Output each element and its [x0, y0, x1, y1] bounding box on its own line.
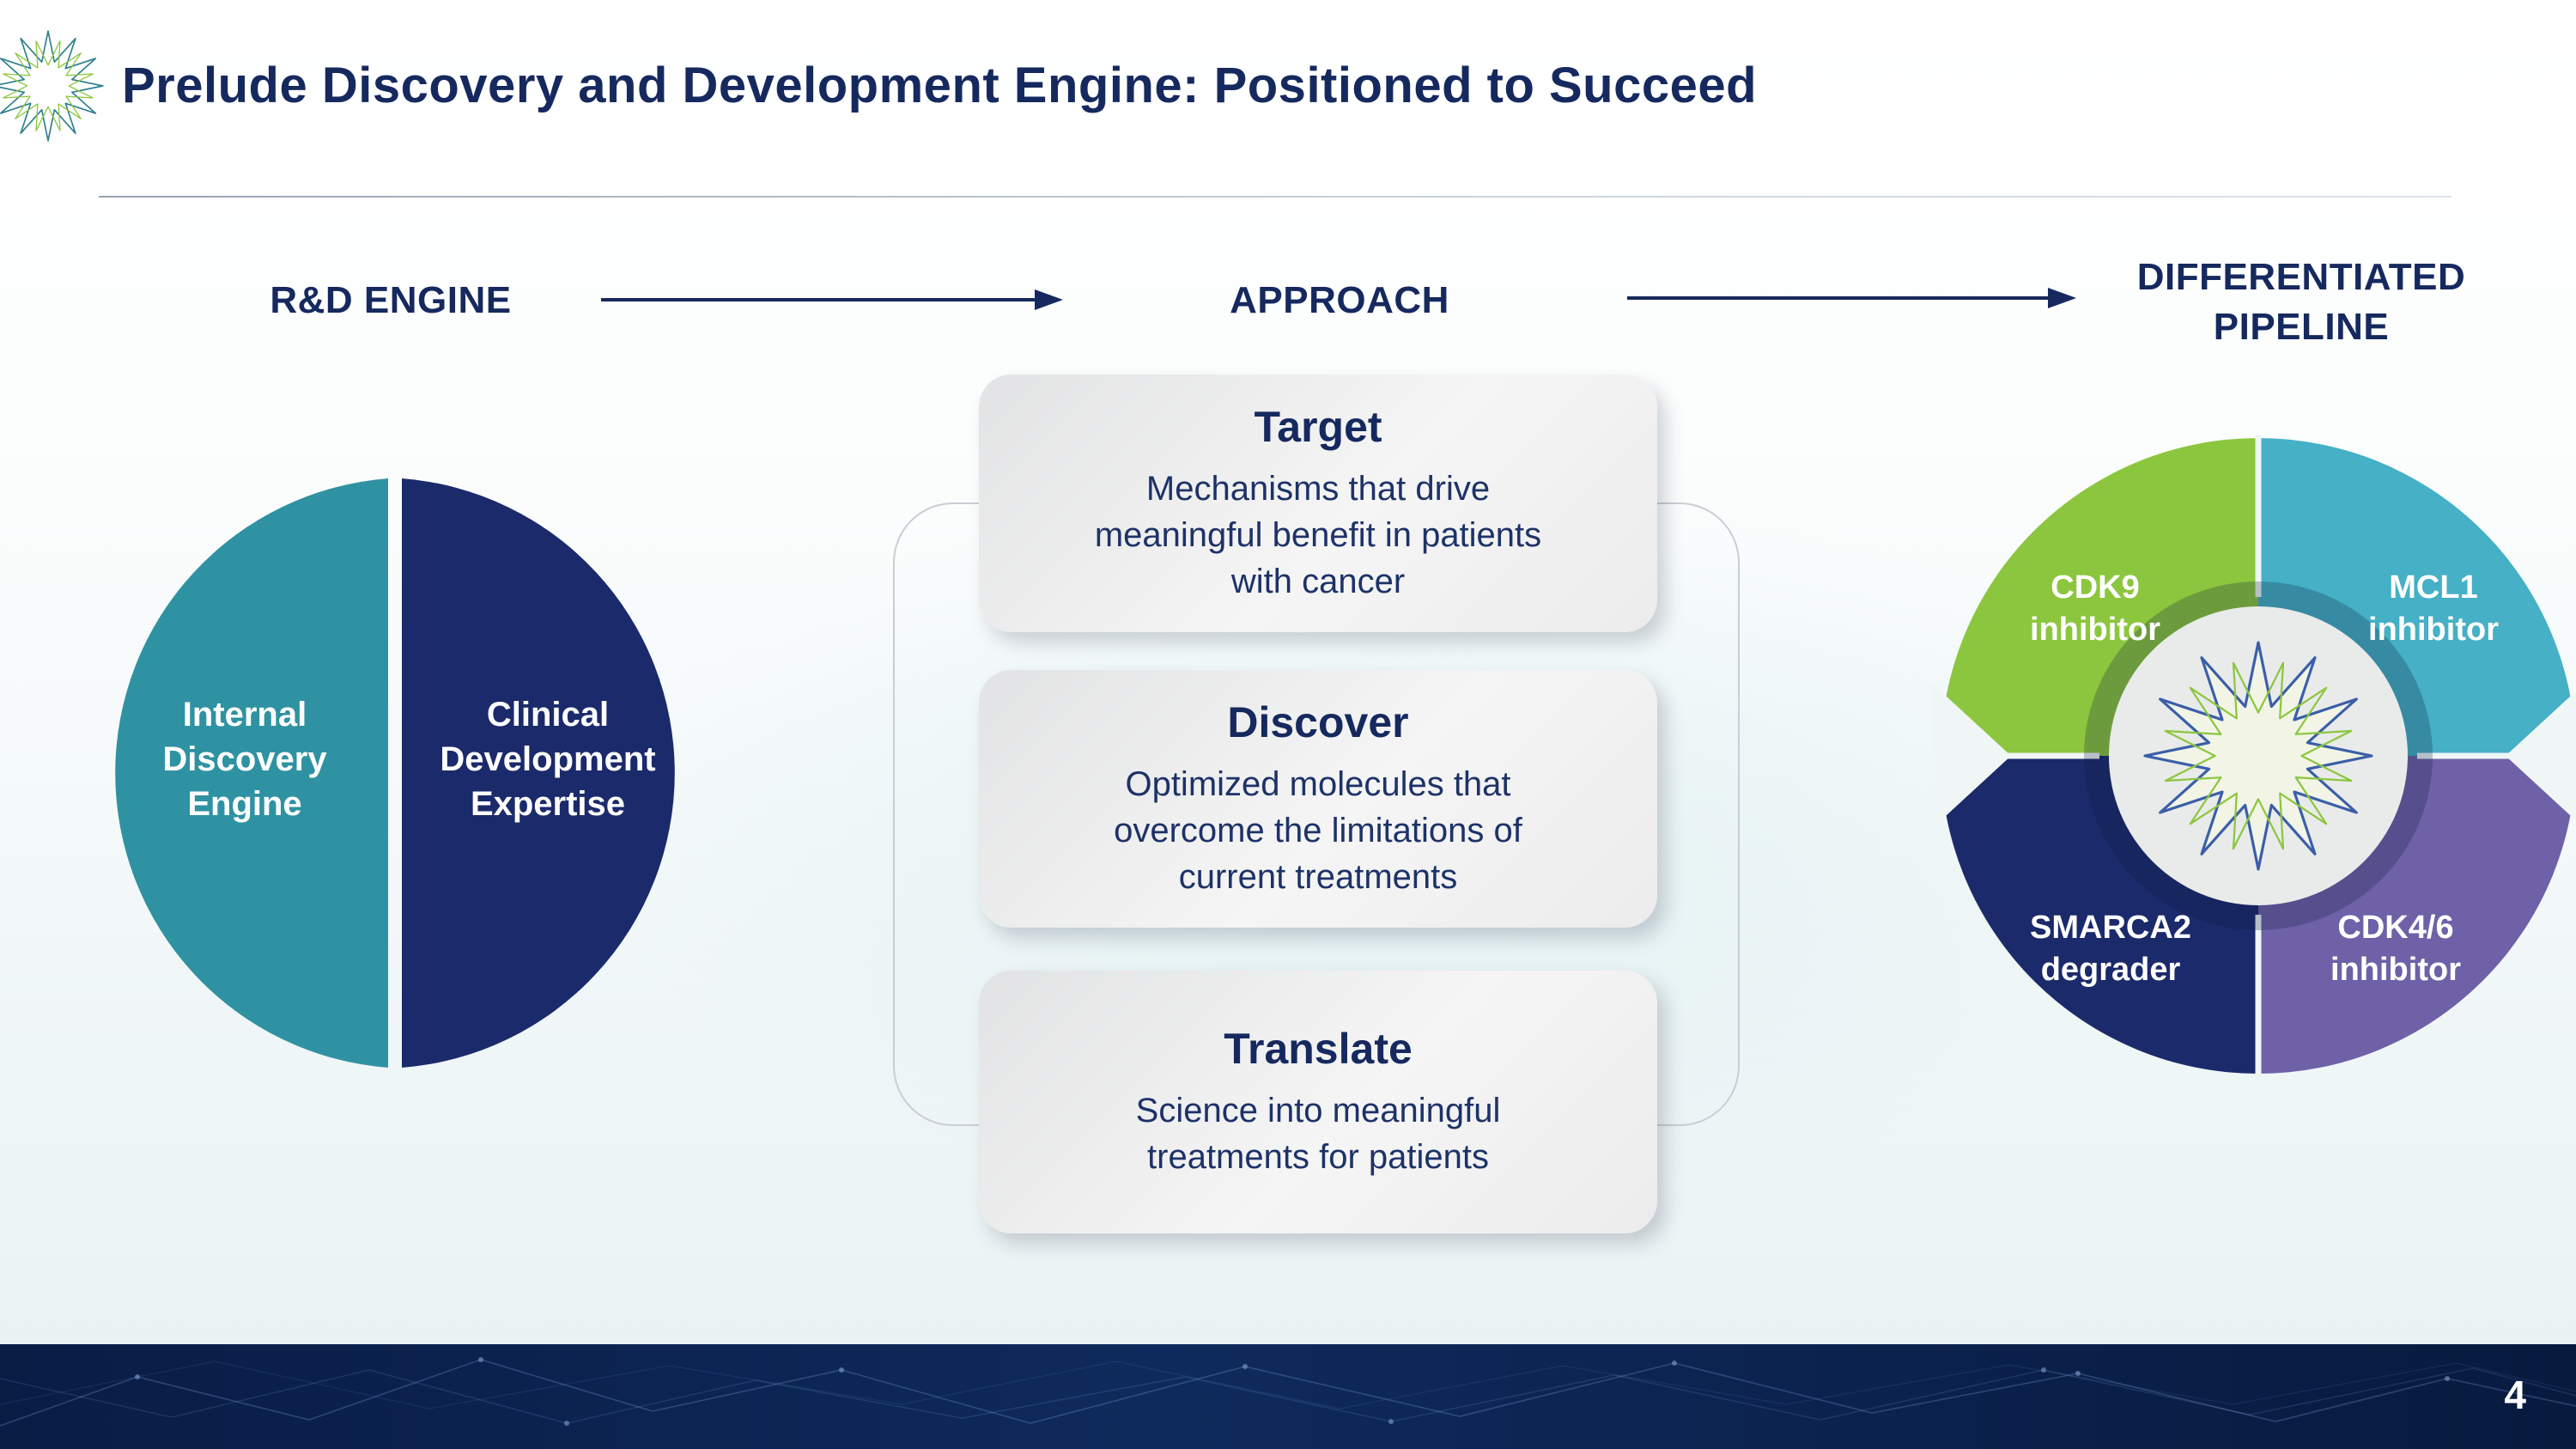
footer-network-pattern — [0, 1357, 2576, 1427]
title-divider — [99, 196, 2451, 198]
pipeline-wheel — [1932, 435, 2576, 1077]
step-body: Mechanisms that drive meaningful benefit… — [1094, 470, 1542, 600]
rd-engine-circle — [115, 478, 675, 1068]
wheel-label-cdk9-inhibitor: CDK9 inhibitor — [2030, 569, 2160, 648]
approach-step-translate: Translate Science into meaningful treatm… — [979, 971, 1657, 1233]
step-title: Translate — [1224, 1025, 1413, 1073]
step-body: Optimized molecules that overcome the li… — [1114, 765, 1522, 896]
column-header-approach: APPROACH — [1230, 279, 1449, 321]
flow-arrow-icon-2 — [1627, 288, 2076, 308]
step-body: Science into meaningful treatments for p… — [1135, 1092, 1501, 1176]
column-header-rd-engine: R&D ENGINE — [270, 279, 512, 321]
approach-step-target: Target Mechanisms that drive meaningful … — [979, 374, 1657, 632]
footer-band: 4 — [0, 1344, 2576, 1449]
wheel-label-mcl1-inhibitor: MCL1 inhibitor — [2368, 569, 2499, 648]
wheel-label-smarca2-degrader: SMARCA2 degrader — [2030, 910, 2191, 988]
step-title: Discover — [1227, 698, 1409, 746]
approach-step-discover: Discover Optimized molecules that overco… — [979, 670, 1657, 928]
column-header-differentiated-pipeline: DIFFERENTIATED PIPELINE — [2136, 256, 2466, 349]
prelude-logo-icon — [0, 30, 104, 142]
wheel-center-logo-icon — [2143, 641, 2373, 871]
rd-circle-right-label: Clinical Development Expertise — [440, 696, 656, 823]
slide-title: Prelude Discovery and Development Engine… — [122, 58, 1758, 113]
flow-arrow-icon-1 — [601, 289, 1063, 310]
rd-circle-left-label: Internal Discovery Engine — [162, 696, 327, 823]
page-number: 4 — [2504, 1373, 2526, 1417]
wheel-label-cdk46-inhibitor: CDK4/6 inhibitor — [2330, 910, 2461, 988]
step-title: Target — [1254, 403, 1382, 451]
